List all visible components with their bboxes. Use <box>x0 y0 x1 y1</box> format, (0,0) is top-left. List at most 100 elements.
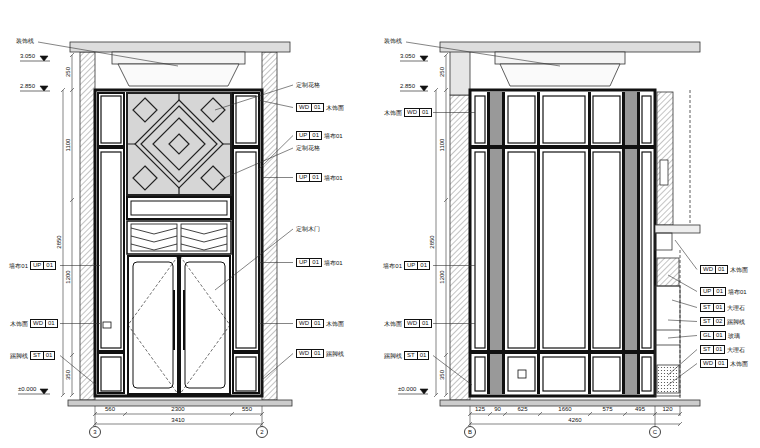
dimension-text: 550 <box>242 406 252 412</box>
material-name: 踢脚线 <box>10 352 28 361</box>
transom-panel <box>131 224 177 251</box>
cabinet-section <box>660 160 668 185</box>
transom-panel <box>127 197 231 219</box>
wall-panel <box>593 152 620 348</box>
dimension-line <box>61 53 74 397</box>
leader-line <box>60 356 96 386</box>
frame-bar <box>470 350 655 354</box>
material-name: 墙布01 <box>9 262 28 271</box>
dimension-line <box>63 55 72 395</box>
dimension-line <box>470 414 680 424</box>
wall-section <box>657 258 679 286</box>
lattice-panel <box>127 93 231 195</box>
material-code: WD <box>405 109 419 116</box>
leader-line <box>433 265 475 266</box>
door-frame <box>95 90 262 396</box>
door-leaf <box>128 256 230 394</box>
material-name: 踢脚线 <box>384 352 402 361</box>
annotation-text: 定制花格 <box>296 82 320 88</box>
dimension-text: 575 <box>602 406 612 412</box>
ceiling-band <box>495 52 625 64</box>
dimension-line <box>434 53 448 397</box>
door-frame <box>101 152 121 348</box>
material-tag: UP01墙布01 <box>296 258 322 267</box>
material-tag: ST01踢脚线 <box>404 351 429 360</box>
axis-marker: 2 <box>256 426 268 438</box>
material-tag: WD01木饰面 <box>700 265 728 274</box>
material-name: 墙布01 <box>324 132 343 141</box>
cabinet-section <box>680 90 690 400</box>
ceiling-band <box>500 64 620 86</box>
wall-panel <box>470 90 655 396</box>
frame-bar <box>98 350 124 354</box>
leader-line <box>258 136 293 171</box>
material-name: 墙布01 <box>728 288 747 297</box>
material-tag: WD01踢脚线 <box>296 349 324 358</box>
door-frame <box>95 90 262 396</box>
material-number: 01 <box>715 266 727 273</box>
material-name: 木饰面 <box>384 109 402 118</box>
annotation-text: 定制花格 <box>296 145 320 151</box>
material-code: WD <box>405 320 419 327</box>
door-leaf <box>128 256 230 394</box>
wall-section <box>262 52 277 400</box>
material-code: WD <box>701 266 715 273</box>
material-tag: GL01玻璃 <box>700 331 726 340</box>
material-number: 01 <box>713 304 725 311</box>
wall-panel <box>593 96 620 143</box>
axis-circle <box>650 427 661 438</box>
leader-line <box>259 323 293 324</box>
material-number: 01 <box>713 346 725 353</box>
annotation-text: 2.850 <box>400 83 415 89</box>
annotation-text: 定制木门 <box>296 226 320 232</box>
material-code: UP <box>297 132 309 139</box>
level-mark <box>40 86 48 91</box>
wall-panel <box>475 96 485 143</box>
annotation-text: 3.050 <box>20 53 35 59</box>
material-number: 01 <box>715 360 727 367</box>
material-tag: UP01墙布01 <box>700 287 726 296</box>
material-tag: ST01大理石 <box>700 303 725 312</box>
wall-panel <box>543 152 585 348</box>
dimension-text: 125 <box>475 406 485 412</box>
leader-line <box>433 356 472 386</box>
material-number: 01 <box>45 320 57 327</box>
material-number: 01 <box>311 350 323 357</box>
frame-bar <box>487 92 490 394</box>
material-code: UP <box>297 174 309 181</box>
material-code: UP <box>701 288 713 295</box>
axis-circle <box>257 427 268 438</box>
transom-panel <box>127 221 231 254</box>
leader-line <box>220 148 293 180</box>
wall-panel <box>543 96 585 143</box>
material-name: 墙布01 <box>324 174 343 183</box>
leader-line <box>262 354 293 381</box>
material-name: 木饰面 <box>326 320 344 329</box>
material-name: 木饰面 <box>730 360 748 369</box>
material-number: 01 <box>419 109 431 116</box>
dimension-text: 625 <box>517 406 527 412</box>
wall-section <box>450 45 470 95</box>
material-code: UP <box>297 259 309 266</box>
annotation-text: ±0.000 <box>18 386 36 392</box>
level-mark <box>20 91 50 92</box>
axis-number: B <box>464 426 476 438</box>
wall-section <box>450 95 470 400</box>
axis-marker: 3 <box>89 426 101 438</box>
leader-line <box>668 320 697 322</box>
door-leaf <box>180 256 230 394</box>
frame-bar <box>588 92 591 394</box>
material-name: 大理石 <box>727 346 745 355</box>
material-name: 木饰面 <box>730 266 748 275</box>
leader-line <box>668 364 697 386</box>
leader-line <box>668 275 697 292</box>
material-code: ST <box>701 346 713 353</box>
door-leaf <box>128 256 178 394</box>
material-number: 01 <box>417 262 429 269</box>
transom-panel <box>131 201 227 215</box>
level-mark <box>18 56 428 394</box>
material-number: 01 <box>419 320 431 327</box>
